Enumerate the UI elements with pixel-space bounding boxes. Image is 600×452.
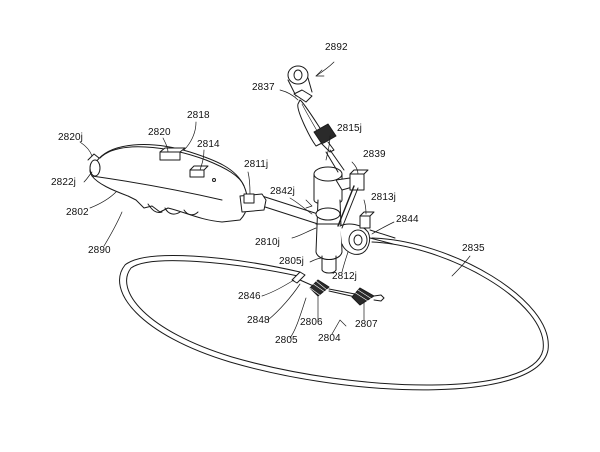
label-2820: 2820 — [148, 127, 171, 138]
label-2805j: 2805j — [279, 256, 304, 267]
label-2815j: 2815j — [337, 123, 362, 134]
label-2848: 2848 — [247, 315, 270, 326]
label-2807: 2807 — [355, 319, 378, 330]
label-2842j: 2842j — [270, 186, 295, 197]
label-2839: 2839 — [363, 149, 386, 160]
label-2814: 2814 — [197, 139, 220, 150]
filter-assembly — [291, 271, 385, 306]
main-shaft — [261, 195, 396, 245]
label-2806: 2806 — [300, 317, 323, 328]
label-2844: 2844 — [396, 214, 419, 225]
leader-lines — [79, 61, 471, 339]
figure-id-label: 2892 — [325, 42, 348, 53]
label-2810j: 2810j — [255, 237, 280, 248]
label-2811j: 2811j — [244, 159, 269, 170]
label-2818: 2818 — [187, 110, 210, 121]
label-2890: 2890 — [88, 245, 111, 256]
label-2837: 2837 — [252, 82, 275, 93]
label-2804: 2804 — [318, 333, 341, 344]
label-2820j: 2820j — [58, 132, 83, 143]
label-2812j: 2812j — [332, 271, 357, 282]
label-2805: 2805 — [275, 335, 298, 346]
label-2802: 2802 — [66, 207, 89, 218]
secondary-arm — [287, 65, 359, 229]
label-2822j: 2822j — [51, 177, 76, 188]
valve-hub — [313, 166, 375, 274]
label-2846: 2846 — [238, 291, 261, 302]
handle — [87, 144, 267, 223]
label-2835: 2835 — [462, 243, 485, 254]
label-2813j: 2813j — [371, 192, 396, 203]
catheter-loop — [119, 237, 549, 391]
